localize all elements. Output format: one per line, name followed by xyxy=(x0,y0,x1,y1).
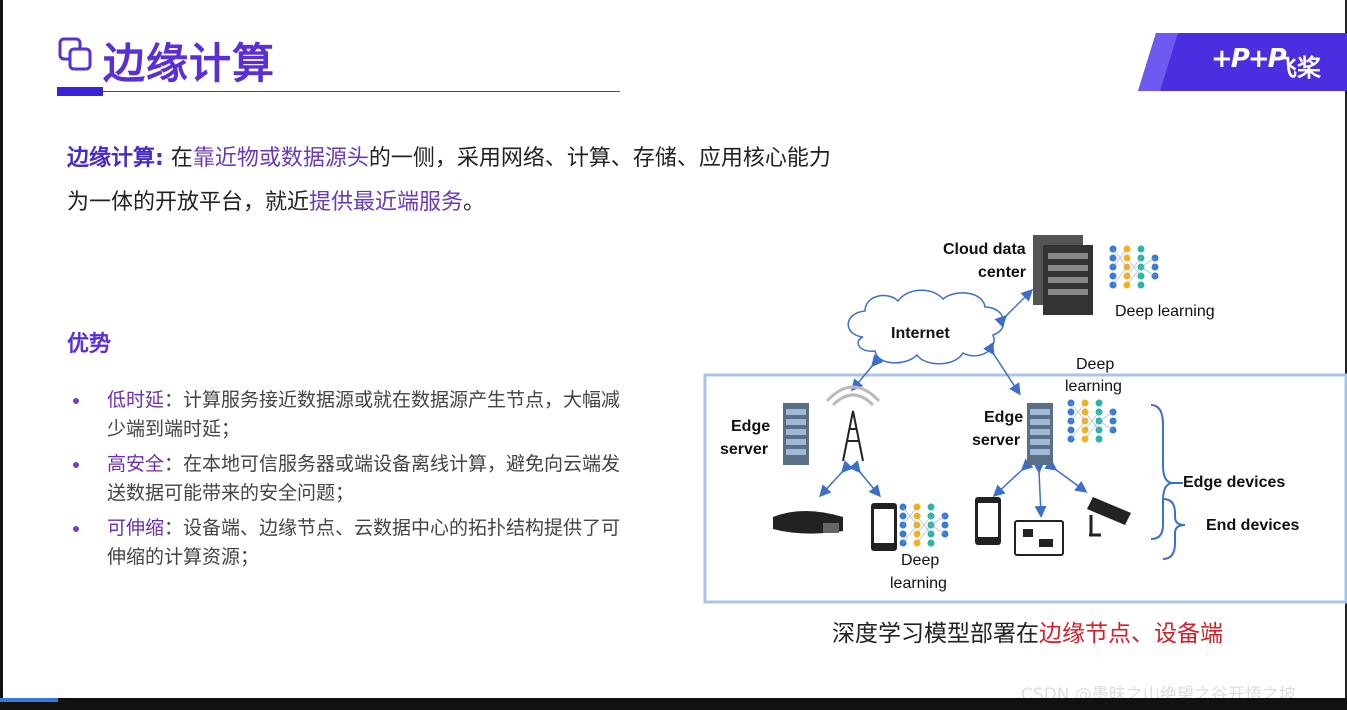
security-camera-icon xyxy=(1087,497,1131,537)
neural-network-icon xyxy=(1109,245,1159,289)
edge-server-label: Edge xyxy=(731,418,771,435)
deep-learning-label: Deep xyxy=(1076,356,1115,373)
intro-highlight: 提供最近端服务 xyxy=(309,190,464,215)
edge-server-icon xyxy=(783,403,809,465)
deep-learning-label: learning xyxy=(890,575,947,592)
intro-text: 在 xyxy=(163,146,193,171)
cloud-label: Cloud data xyxy=(943,241,1026,258)
deep-learning-label: learning xyxy=(1065,378,1122,395)
bullet-icon xyxy=(73,462,79,468)
smartphone-icon xyxy=(871,503,897,551)
bullet-icon xyxy=(73,398,79,404)
diagram-graphics xyxy=(703,235,1347,604)
bottom-bar xyxy=(0,698,1347,710)
edge-region-box xyxy=(703,373,1347,604)
paddle-logo-text: 飞桨 xyxy=(1273,54,1321,82)
advantage-text: ：在本地可信服务器或端设备离线计算，避免向云端发送数据可能带来的安全问题； xyxy=(107,453,621,504)
deep-learning-label: Deep xyxy=(901,552,940,569)
progress-accent xyxy=(0,698,58,702)
intro-text: 的一侧，采用网络、计算、存储、应用核心能力 xyxy=(368,146,831,171)
edge-server-label: server xyxy=(972,432,1021,449)
caption-highlight: 边缘节点、设备端 xyxy=(1039,621,1223,647)
title-underline-accent xyxy=(57,87,103,96)
cloud-datacenter-icon xyxy=(1033,235,1093,315)
cell-tower-icon xyxy=(825,385,881,462)
cloud-label: center xyxy=(978,264,1027,281)
page-title: 边缘计算 xyxy=(103,39,276,88)
intro-keyword: 边缘计算: xyxy=(67,146,164,171)
edge-server-label: Edge xyxy=(984,409,1024,426)
intro-text: 为一体的开放平台，就近 xyxy=(67,190,310,215)
circuit-board-icon xyxy=(1014,520,1064,556)
advantage-term: 高安全 xyxy=(107,453,165,475)
paddle-logo-mark: +P+P xyxy=(1211,44,1287,74)
list-item: 低时延：计算服务接近数据源或就在数据源产生节点，大幅减少端到端时延； xyxy=(73,386,633,444)
edge-server-label: server xyxy=(720,441,769,458)
neural-network-icon xyxy=(1067,399,1117,443)
deep-learning-label: Deep learning xyxy=(1115,303,1215,320)
vr-headset-icon xyxy=(773,511,843,534)
advantage-term: 可伸缩 xyxy=(107,517,165,539)
advantages-heading: 优势 xyxy=(67,332,112,357)
neural-network-icon xyxy=(899,503,949,547)
list-item: 可伸缩：设备端、边缘节点、云数据中心的拓扑结构提供了可伸缩的计算资源； xyxy=(73,514,633,572)
smartphone-icon xyxy=(975,497,1001,545)
advantage-term: 低时延 xyxy=(107,389,165,411)
edge-server-icon xyxy=(1027,403,1053,465)
edge-computing-diagram: Cloud data center Deep learning Internet… xyxy=(693,225,1347,610)
diagram-caption: 深度学习模型部署在边缘节点、设备端 xyxy=(832,614,1223,648)
end-devices-brace xyxy=(1162,498,1186,560)
advantage-text: ：计算服务接近数据源或就在数据源产生节点，大幅减少端到端时延； xyxy=(107,389,621,440)
edge-devices-brace xyxy=(1150,404,1174,540)
paddle-logo-badge xyxy=(1138,33,1347,91)
overlap-squares-icon xyxy=(58,37,92,71)
title-underline xyxy=(57,91,620,92)
advantages-list: 低时延：计算服务接近数据源或就在数据源产生节点，大幅减少端到端时延； 高安全：在… xyxy=(73,386,633,578)
advantage-text: ：设备端、边缘节点、云数据中心的拓扑结构提供了可伸缩的计算资源； xyxy=(107,517,621,568)
caption-text: 深度学习模型部署在 xyxy=(832,621,1039,647)
bullet-icon xyxy=(73,526,79,532)
end-devices-label: End devices xyxy=(1206,517,1300,534)
internet-label: Internet xyxy=(891,325,950,342)
intro-text: 。 xyxy=(463,190,486,215)
list-item: 高安全：在本地可信服务器或端设备离线计算，避免向云端发送数据可能带来的安全问题； xyxy=(73,450,633,508)
edge-devices-label: Edge devices xyxy=(1183,474,1286,491)
intro-paragraph: 边缘计算: 在靠近物或数据源头的一侧，采用网络、计算、存储、应用核心能力 为一体… xyxy=(67,137,967,225)
intro-highlight: 靠近物或数据源头 xyxy=(192,146,369,171)
